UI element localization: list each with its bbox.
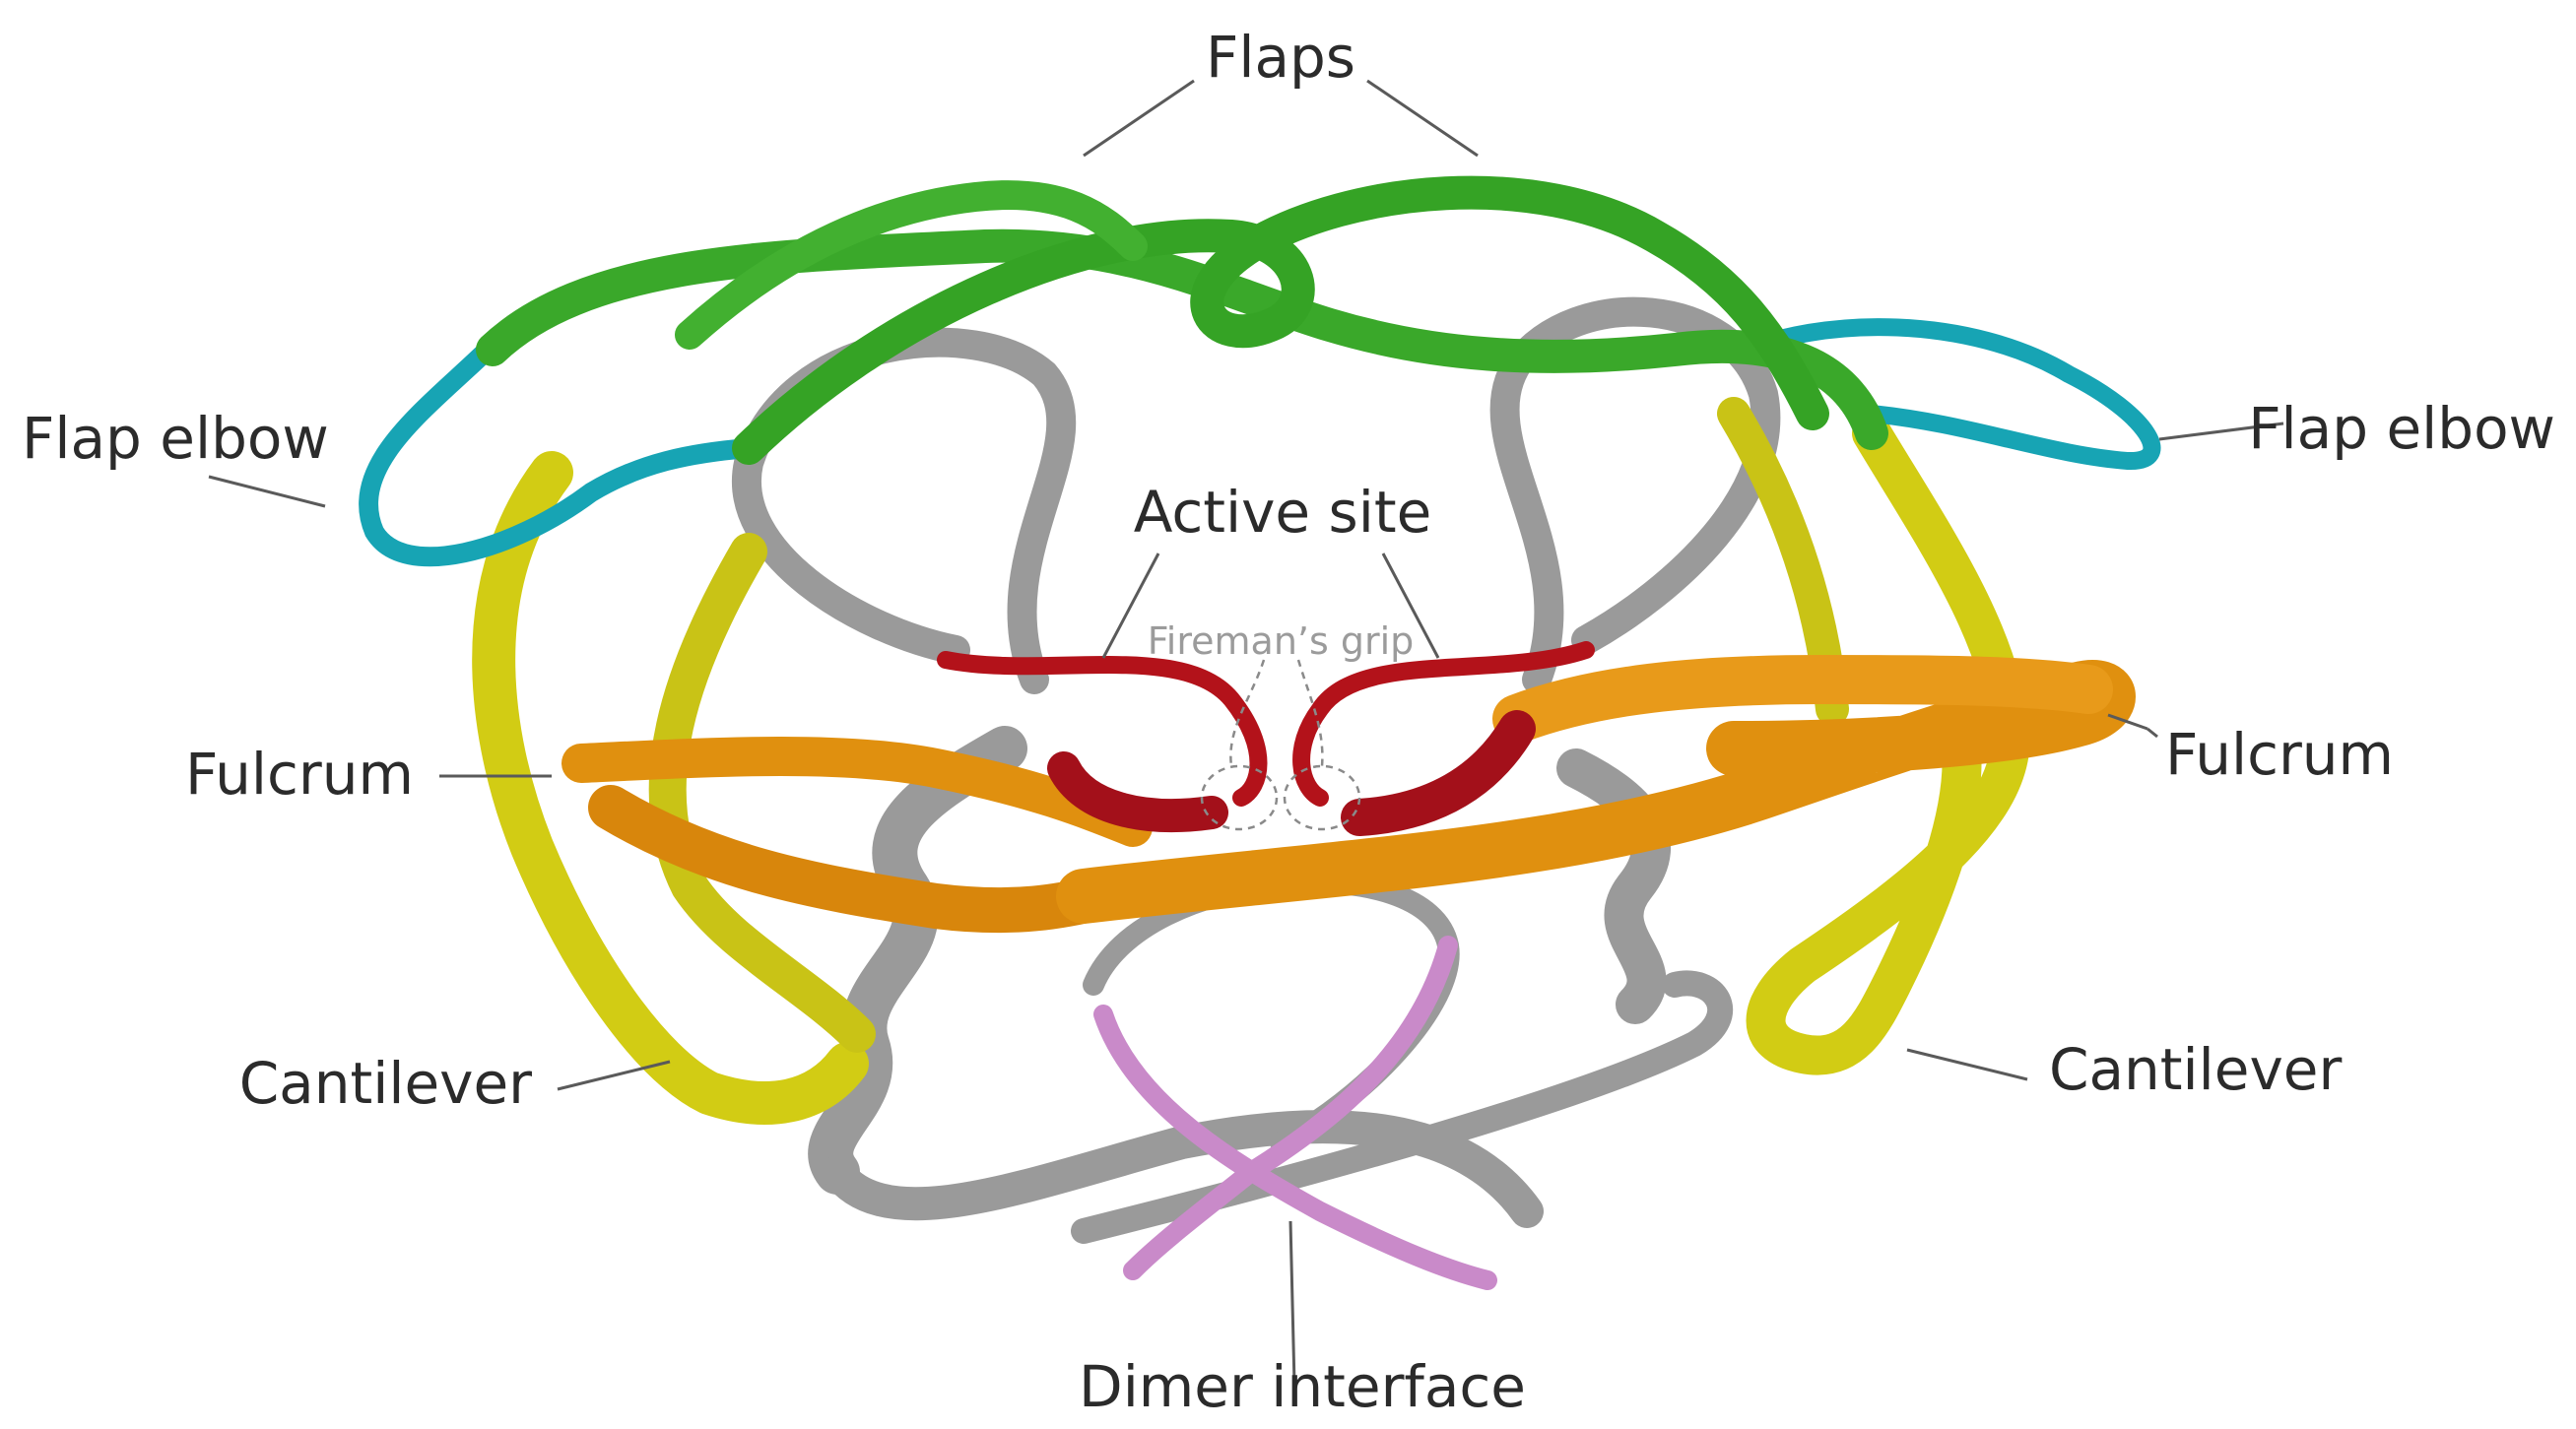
leader-fulcrum-right-b [2147,729,2157,737]
ribbon-structure [368,193,2151,1280]
core-helix-left [830,748,1005,1172]
label-flaps: Flaps [1206,24,1355,91]
active-site-right-lower [1359,729,1517,817]
fulcrum-region [581,680,2108,910]
label-dimer-interface: Dimer interface [1079,1353,1526,1420]
label-firemans-grip: Fireman’s grip [1148,619,1415,663]
label-fulcrum-left: Fulcrum [185,741,414,808]
label-flap-elbow-right: Flap elbow [2248,395,2555,462]
label-flap-elbow-left: Flap elbow [22,405,329,472]
core-dimer-gray [1093,882,1449,1142]
flap-elbow-left [368,345,749,556]
leader-flaps-left [1084,81,1194,156]
leader-flaps-right [1367,81,1478,156]
leader-cantilever-right [1907,1050,2027,1079]
active-site-left-lower [1064,768,1212,815]
leader-flap-elbow-left [209,477,325,506]
label-cantilever-left: Cantilever [239,1050,532,1117]
label-cantilever-right: Cantilever [2049,1036,2342,1103]
cantilever-left-inner [668,552,857,1034]
label-active-site: Active site [1134,479,1432,546]
label-fulcrum-right: Fulcrum [2165,721,2394,788]
